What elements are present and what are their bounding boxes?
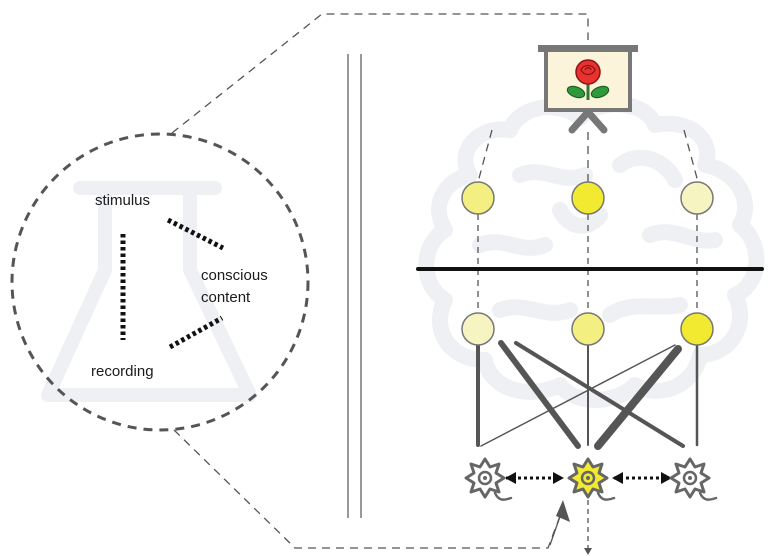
connection: [594, 345, 682, 450]
connection: [514, 341, 685, 448]
lower-node-row: [461, 312, 714, 346]
node-upper-center: [571, 181, 605, 215]
label-content: content: [201, 289, 251, 306]
neuron-icon: [669, 457, 718, 501]
node-links: [477, 214, 698, 312]
connection: [480, 344, 676, 447]
experiment-circle: [10, 132, 310, 432]
node-upper-left: [461, 181, 495, 215]
label-recording: recording: [91, 363, 154, 380]
brain-watermark-icon: [418, 96, 765, 408]
node-lower-center: [571, 312, 605, 346]
neuron-connections: [476, 340, 699, 450]
zoom-connector-bottom: [173, 429, 564, 549]
output-arrow: [584, 500, 592, 555]
node-lower-right: [680, 312, 714, 346]
neuron-icon: [464, 457, 513, 501]
node-lower-left: [461, 312, 495, 346]
label-stimulus: stimulus: [95, 192, 150, 209]
flask-watermark-icon: [41, 181, 257, 402]
zoom-connector-top: [171, 13, 589, 134]
neuron-links: [505, 472, 672, 484]
input-projections: [477, 129, 699, 183]
relation-lines: [120, 217, 225, 350]
label-conscious: conscious: [201, 267, 268, 284]
neuron-icon-active: [567, 457, 616, 501]
rose-icon: [566, 59, 610, 100]
panel-separator: [347, 54, 362, 518]
zoom-connector: [171, 13, 589, 549]
upper-node-row: [461, 181, 714, 215]
connection: [498, 340, 581, 449]
recording-probe: [549, 500, 570, 546]
relation-recording-content: [168, 315, 224, 350]
node-upper-right: [680, 181, 714, 215]
